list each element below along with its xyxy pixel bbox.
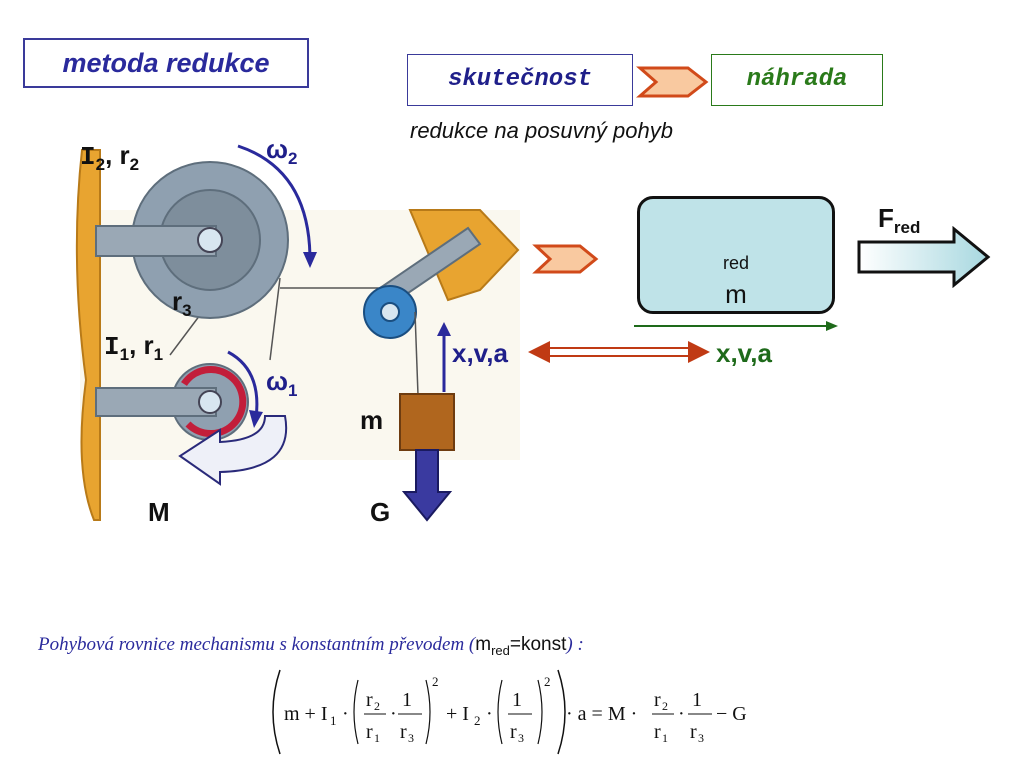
svg-text:r: r [690,721,697,743]
substitute-box: náhrada [711,54,883,106]
svg-text:1: 1 [330,713,337,728]
svg-text:r: r [510,721,517,743]
lower-arm [95,387,217,417]
subtitle: redukce na posuvný pohyb [410,118,673,143]
label-xva-left: x,v,a [452,338,508,368]
svg-text:· a = M ·: · a = M · [566,703,637,725]
svg-text:r: r [366,689,373,711]
svg-text:+ I: + I [446,703,469,725]
title-text: metoda redukce [62,48,270,78]
svg-text:1: 1 [402,689,412,711]
svg-text:3: 3 [518,731,524,745]
svg-text:2: 2 [374,699,380,713]
svg-text:3: 3 [408,731,414,745]
svg-text:1: 1 [512,689,522,711]
title-box: metoda redukce [23,38,309,88]
gravity-arrow-icon [401,449,453,522]
svg-text:r: r [400,721,407,743]
mass-block [399,393,455,451]
axle [198,390,222,414]
svg-text:·: · [678,703,685,725]
label-omega2: ω2 [266,134,298,169]
svg-text:3: 3 [698,731,704,745]
substitute-label: náhrada [746,66,848,93]
left-wall [75,149,101,521]
svg-text:2: 2 [662,699,668,713]
svg-text:1: 1 [374,731,380,745]
svg-text:2: 2 [474,713,481,728]
svg-text:1: 1 [662,731,668,745]
label-mass: m [360,405,384,435]
omega2-arrow-icon [237,144,312,261]
svg-text:1: 1 [692,689,702,711]
svg-text:r: r [366,721,373,743]
label-xva-right: x,v,a [716,338,772,368]
label-i2-r2: I2, r2 [80,140,140,175]
reality-box: skutečnost [407,54,633,106]
svg-text:m + I: m + I [284,703,328,725]
equation-caption: Pohybová rovnice mechanismu s konstantní… [38,634,584,658]
label-r3: r3 [172,286,192,321]
double-arrow-icon [528,341,710,363]
force-arrow-icon [857,226,991,288]
axle [197,227,223,253]
omega1-arrow-icon [227,350,259,419]
svg-text:2: 2 [432,674,439,689]
belt-line [269,277,281,361]
green-motion-arrow-icon [634,321,838,331]
mechanism-drawing [75,144,520,522]
reality-label: skutečnost [447,66,593,93]
label-gravity: G [370,497,391,527]
label-omega1: ω1 [266,366,298,401]
motor-ring [181,366,247,437]
upper-arm [95,225,217,257]
chevron-arrow-icon [532,244,599,274]
svg-text:·: · [390,703,397,725]
label-force: Fred [878,203,921,238]
svg-text:r: r [654,689,661,711]
label-moment: M [148,497,170,527]
svg-text:·: · [486,703,493,725]
rope-down [414,311,419,396]
svg-text:·: · [342,703,349,725]
chevron-arrow-icon [636,66,709,98]
svg-text:r: r [654,721,661,743]
svg-text:2: 2 [544,674,551,689]
moment-arrow-icon [178,415,288,486]
svg-text:− G: − G [716,703,747,725]
label-i1-r1: I1, r1 [104,330,164,365]
